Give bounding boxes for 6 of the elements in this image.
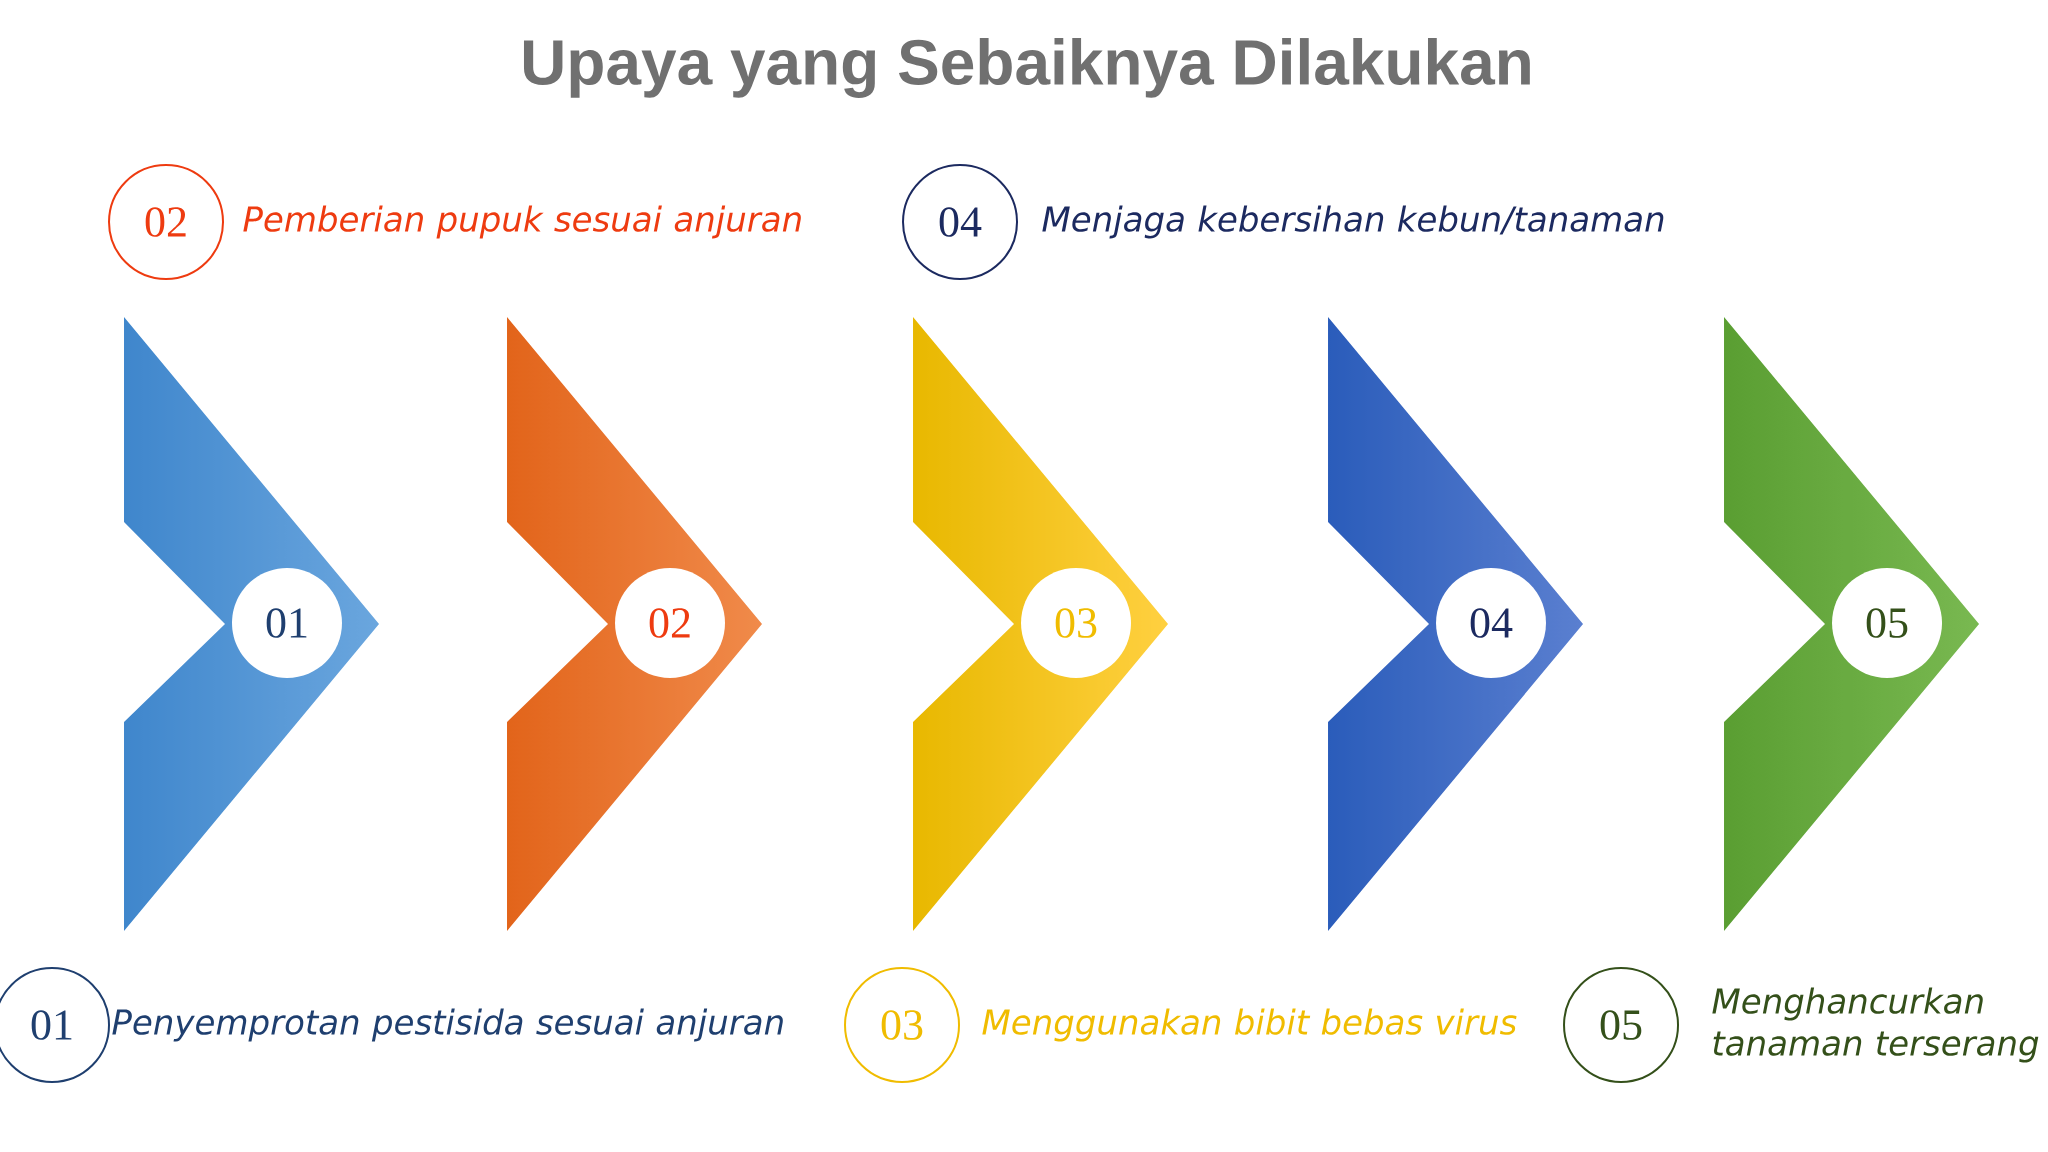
item-text: Menghancurkan tanaman terserang [1712, 987, 2039, 1063]
item-text: Menggunakan bibit bebas virus [982, 1008, 1517, 1042]
item-text: Pemberian pupuk sesuai anjuran [243, 205, 801, 239]
item-text: Penyemprotan pestisida sesuai anjuran [112, 1008, 783, 1042]
title: Upaya yang Sebaiknya Dilakukan [524, 38, 1530, 98]
item-text: Menjaga kebersihan kebun/tanaman [1042, 205, 1664, 239]
